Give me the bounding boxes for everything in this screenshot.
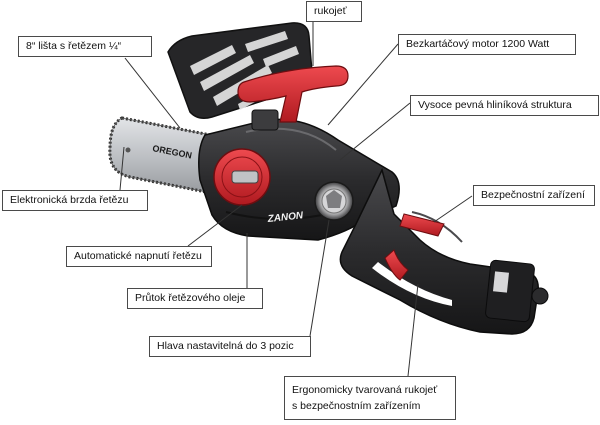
leader-head	[309, 219, 330, 337]
rear-handle	[339, 167, 549, 335]
label-grip: Ergonomicky tvarovaná rukojeť s bezpečno…	[284, 376, 456, 420]
label-handle-text: rukojeť	[314, 5, 347, 17]
label-motor: Bezkartáčový motor 1200 Watt	[398, 34, 576, 55]
label-brake-text: Elektronická brzda řetězu	[10, 194, 129, 206]
label-tension-text: Automatické napnutí řetězu	[74, 250, 202, 262]
t-handle	[237, 65, 349, 131]
leader-safety	[433, 195, 473, 223]
leader-aluminium	[339, 102, 411, 161]
label-safety-text: Bezpečnostní zařízení	[481, 189, 585, 201]
body-brand-text: ZANON	[266, 210, 304, 225]
label-head-text: Hlava nastavitelná do 3 pozic	[157, 340, 294, 352]
label-grip-line1: Ergonomicky tvarovaná rukojeť	[292, 384, 438, 396]
label-aluminium-text: Vysoce pevná hliníková struktura	[418, 99, 572, 111]
label-handle: rukojeť	[306, 1, 362, 22]
leader-tension	[187, 204, 243, 247]
leader-grip	[407, 283, 419, 377]
label-head: Hlava nastavitelná do 3 pozic	[149, 336, 311, 357]
leader-brake	[119, 146, 125, 191]
label-bar: 8“ lišta s řetězem ¼“	[18, 36, 152, 57]
label-oil-text: Průtok řetězového oleje	[135, 292, 246, 304]
tension-knob	[213, 148, 271, 206]
label-tension: Automatické napnutí řetězu	[66, 246, 212, 267]
label-bar-text: 8“ lišta s řetězem ¼“	[26, 40, 122, 52]
leader-lines	[119, 22, 473, 377]
label-aluminium: Vysoce pevná hliníková struktura	[410, 95, 599, 116]
leader-bar	[124, 57, 181, 129]
emblem	[314, 181, 354, 221]
leader-motor	[327, 43, 399, 126]
label-brake: Elektronická brzda řetězu	[2, 190, 148, 211]
label-safety: Bezpečnostní zařízení	[473, 185, 595, 206]
label-motor-text: Bezkartáčový motor 1200 Watt	[406, 38, 550, 50]
label-grip-line2: s bezpečnostním zařízením	[292, 400, 421, 412]
label-oil: Průtok řetězového oleje	[127, 288, 263, 309]
